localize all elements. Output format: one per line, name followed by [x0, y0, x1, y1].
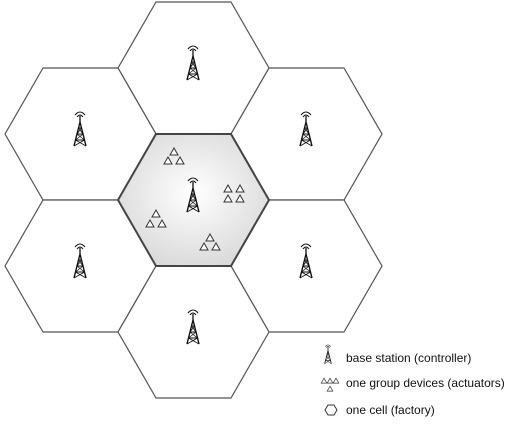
legend-label-base-station: base station (controller)	[346, 351, 471, 365]
legend: base station (controller) one group devi…	[320, 344, 505, 417]
legend-base-station-icon	[324, 344, 332, 364]
legend-device-group-icon	[320, 377, 340, 392]
legend-label-device-group: one group devices (actuators)	[346, 376, 505, 390]
legend-hexagon-cell-icon	[324, 404, 338, 416]
legend-label-cell: one cell (factory)	[346, 403, 435, 417]
